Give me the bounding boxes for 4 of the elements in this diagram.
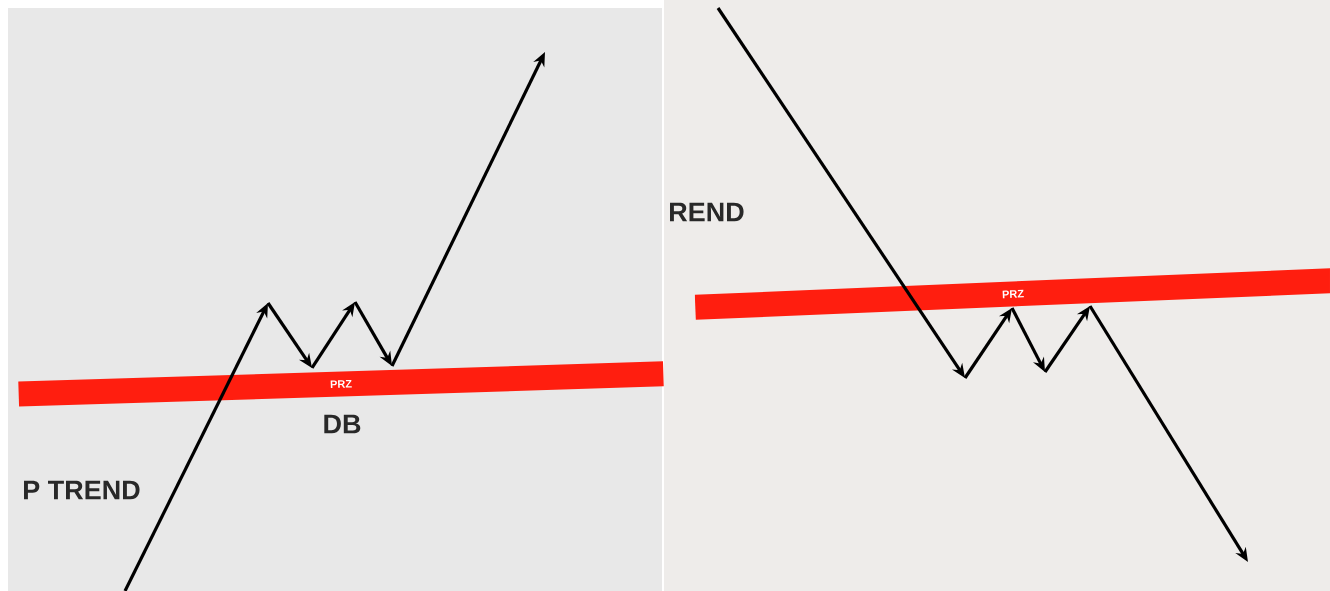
zone-band: PRZ <box>694 268 1330 320</box>
zone-band: PRZ <box>18 361 664 407</box>
chart-label: REND <box>670 202 744 222</box>
chart-label: P TREND <box>24 480 140 500</box>
